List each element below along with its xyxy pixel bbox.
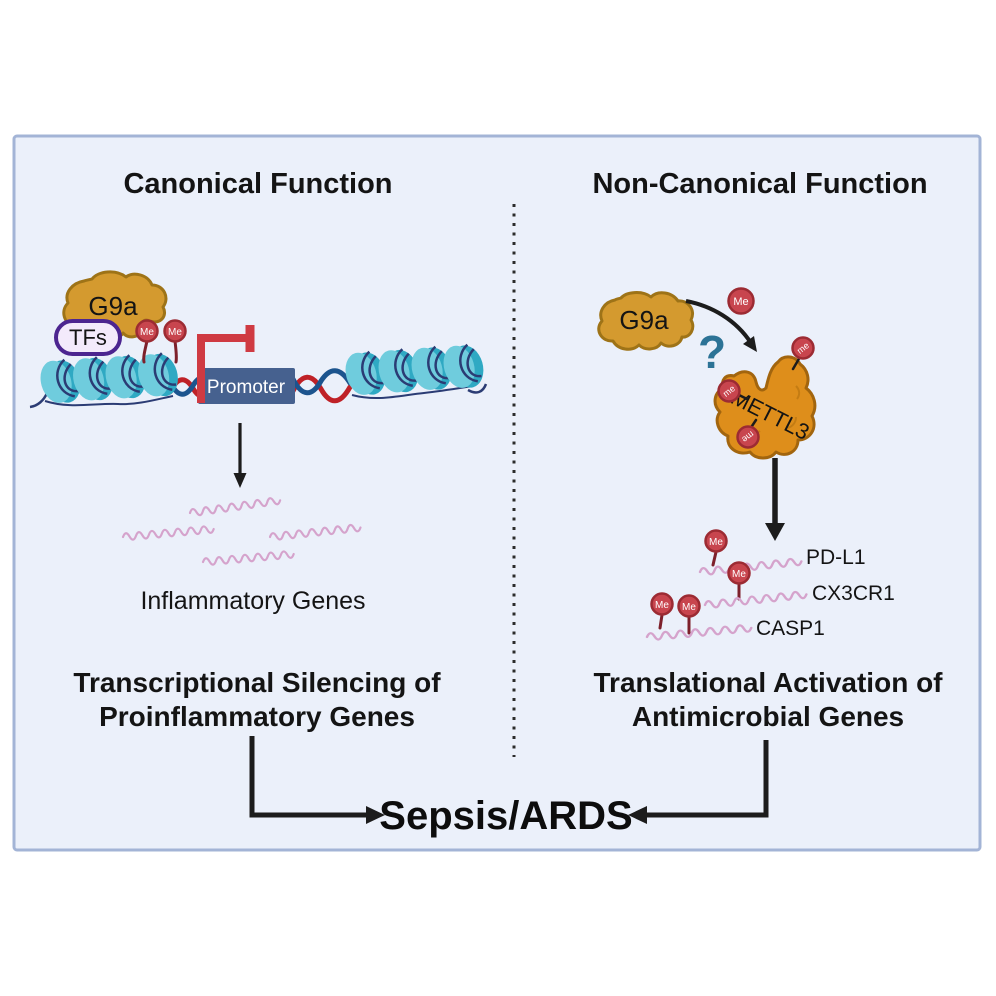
left-outcome-line1: Transcriptional Silencing of (73, 667, 441, 698)
methyl-circle (135, 319, 159, 343)
methyl-label: Me (168, 327, 182, 338)
inhibition-arrow (197, 325, 255, 403)
left-outcome-line2: Proinflammatory Genes (99, 701, 415, 732)
mettl3-protein: METTL3 me me me (713, 336, 817, 460)
methyl-circle (736, 425, 760, 449)
tfs-label: TFs (69, 325, 107, 350)
inflammatory-genes-label: Inflammatory Genes (140, 587, 365, 615)
right-panel-title: Non-Canonical Function (592, 168, 927, 200)
right-outcome-line2: Antimicrobial Genes (632, 701, 904, 732)
methyl-circle (717, 379, 741, 403)
non-canonical-scene: G9a Me ? METTL3 me me me (593, 287, 943, 824)
methyl-label: Me (733, 296, 748, 308)
methylated-mrnas: Me Me Me Me PD-L1 CX3CR1 CASP1 (645, 529, 895, 642)
transferred-methyl: Me (727, 287, 755, 315)
methyl-label: Me (709, 537, 723, 548)
left-elbow-arrow (249, 736, 385, 824)
methyl-circle (791, 336, 815, 360)
methyl-circle (727, 287, 755, 315)
promoter-label: Promoter (207, 377, 286, 398)
right-outcome-line1: Translational Activation of (593, 667, 943, 698)
methyl-circle (704, 529, 728, 553)
question-mark: ? (698, 326, 726, 378)
translation-arrow (765, 458, 785, 541)
methyl-label: Me (732, 569, 746, 580)
promoter-box: Promoter (198, 368, 295, 404)
panel-background (12, 134, 982, 852)
methyl-mark-lollipop: Me Me (135, 319, 187, 364)
gene-label-cx3cr1: CX3CR1 (812, 582, 895, 605)
dna-blue-strand (290, 368, 353, 396)
right-elbow-arrow (628, 740, 769, 824)
g9a-protein-right: G9a (597, 291, 695, 351)
methyl-circle (727, 561, 751, 585)
transcription-arrow (233, 423, 247, 488)
methyl-transfer-arrow (685, 299, 757, 352)
methyl-label: Me (655, 600, 669, 611)
g9a-label: G9a (619, 305, 669, 335)
gene-label-pd-l1: PD-L1 (806, 546, 866, 569)
methyl-label: Me (682, 602, 696, 613)
sepsis-ards-label: Sepsis/ARDS (379, 794, 632, 838)
methyl-circle (677, 594, 701, 618)
gene-label-casp1: CASP1 (756, 617, 825, 640)
left-panel-title: Canonical Function (123, 168, 392, 200)
methyl-circle (650, 592, 674, 616)
g9a-label: G9a (88, 291, 138, 321)
canonical-scene: G9a TFs Me Me Promoter (29, 270, 490, 824)
dna-red-strand (290, 374, 353, 404)
methyl-label: Me (140, 327, 154, 338)
tfs-complex: TFs (54, 319, 122, 356)
methyl-circle (163, 319, 187, 343)
